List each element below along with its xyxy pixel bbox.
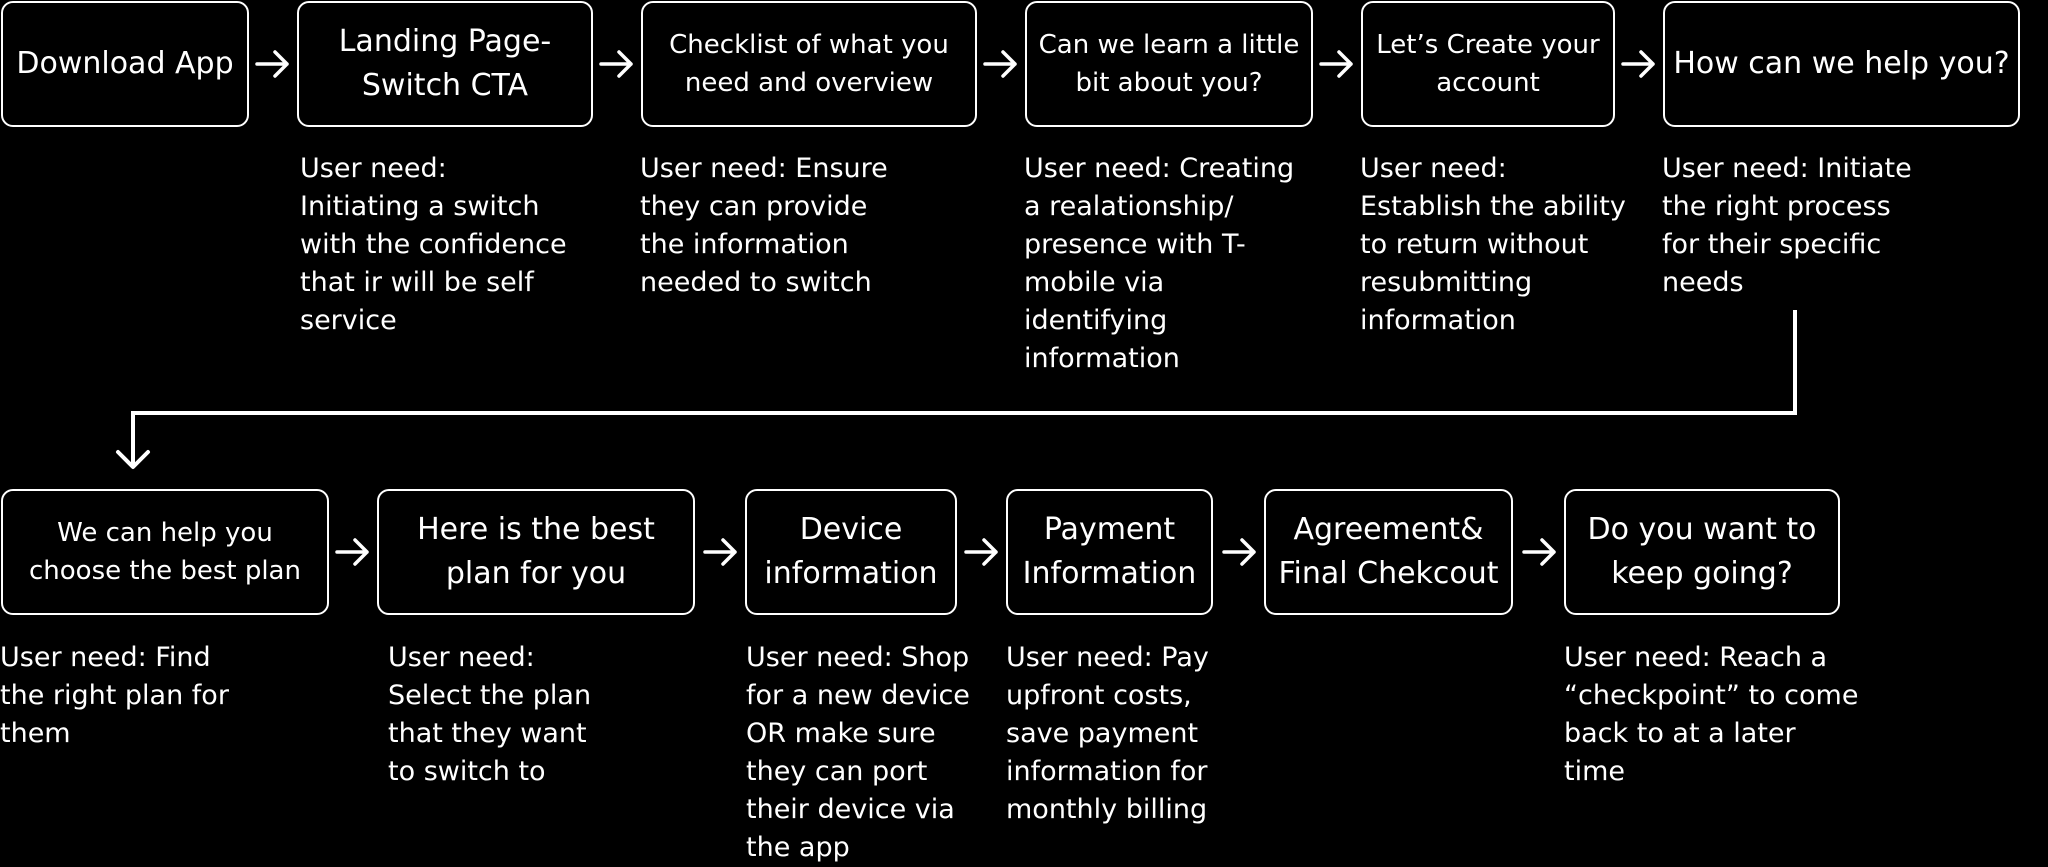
arrow-right-icon [255, 50, 289, 78]
step-landing-page: Landing Page-Switch CTA [297, 1, 593, 127]
arrow-right-icon [964, 538, 998, 566]
step-title: Landing Page-Switch CTA [338, 24, 552, 103]
arrow-right-icon [335, 538, 369, 566]
step-title: How can we help you? [1673, 46, 2010, 81]
step-title: Agreement&Final Chekcout [1278, 512, 1499, 591]
step-how-can-we-help: How can we help you? [1663, 1, 2020, 127]
step-agreement-checkout: Agreement&Final Chekcout [1264, 489, 1513, 615]
arrow-right-icon [1222, 538, 1256, 566]
arrow-right-icon [1319, 50, 1353, 78]
arrow-right-icon [983, 50, 1017, 78]
arrow-right-icon [1621, 50, 1655, 78]
arrow-right-icon [703, 538, 737, 566]
step-download-app: Download App [1, 1, 249, 127]
arrow-right-icon [599, 50, 633, 78]
step-title: Download App [16, 46, 234, 81]
arrow-right-icon [1522, 538, 1556, 566]
